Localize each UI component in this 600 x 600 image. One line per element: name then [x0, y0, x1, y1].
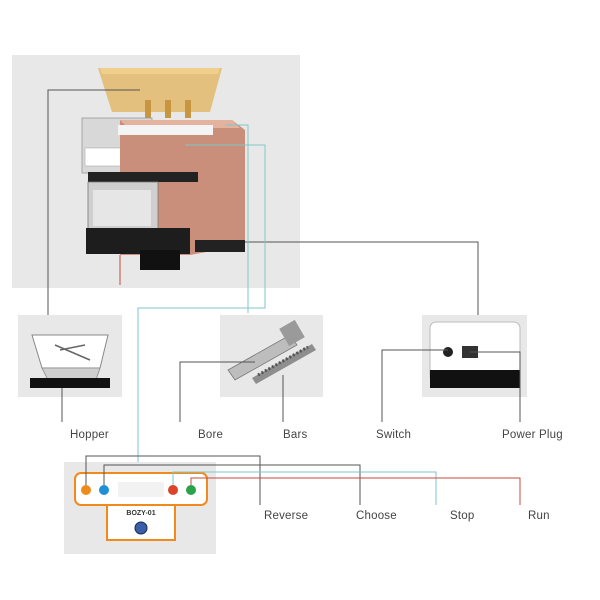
leader-lines	[47, 89, 521, 505]
switch-part-image	[429, 321, 521, 388]
control-panel-model: BOZY-01	[126, 510, 155, 517]
label-bars: Bars	[283, 429, 308, 441]
run-button-icon	[186, 485, 196, 495]
choose-button-icon	[99, 485, 109, 495]
label-power-plug: Power Plug	[502, 429, 563, 441]
stop-button-icon	[168, 485, 178, 495]
label-switch: Switch	[376, 429, 412, 441]
dial-icon	[134, 521, 148, 535]
label-hopper: Hopper	[70, 429, 109, 441]
label-run: Run	[528, 510, 550, 522]
reverse-button-icon	[81, 485, 91, 495]
control-panel-body: BOZY-01	[74, 472, 208, 541]
label-choose: Choose	[356, 510, 397, 522]
machine-hopper	[98, 68, 222, 118]
label-bore: Bore	[198, 429, 224, 441]
label-reverse: Reverse	[264, 510, 309, 522]
label-stop: Stop	[450, 510, 475, 522]
machine-body	[81, 117, 245, 270]
hopper-part-image	[30, 334, 110, 388]
bars-part-image	[227, 319, 316, 384]
